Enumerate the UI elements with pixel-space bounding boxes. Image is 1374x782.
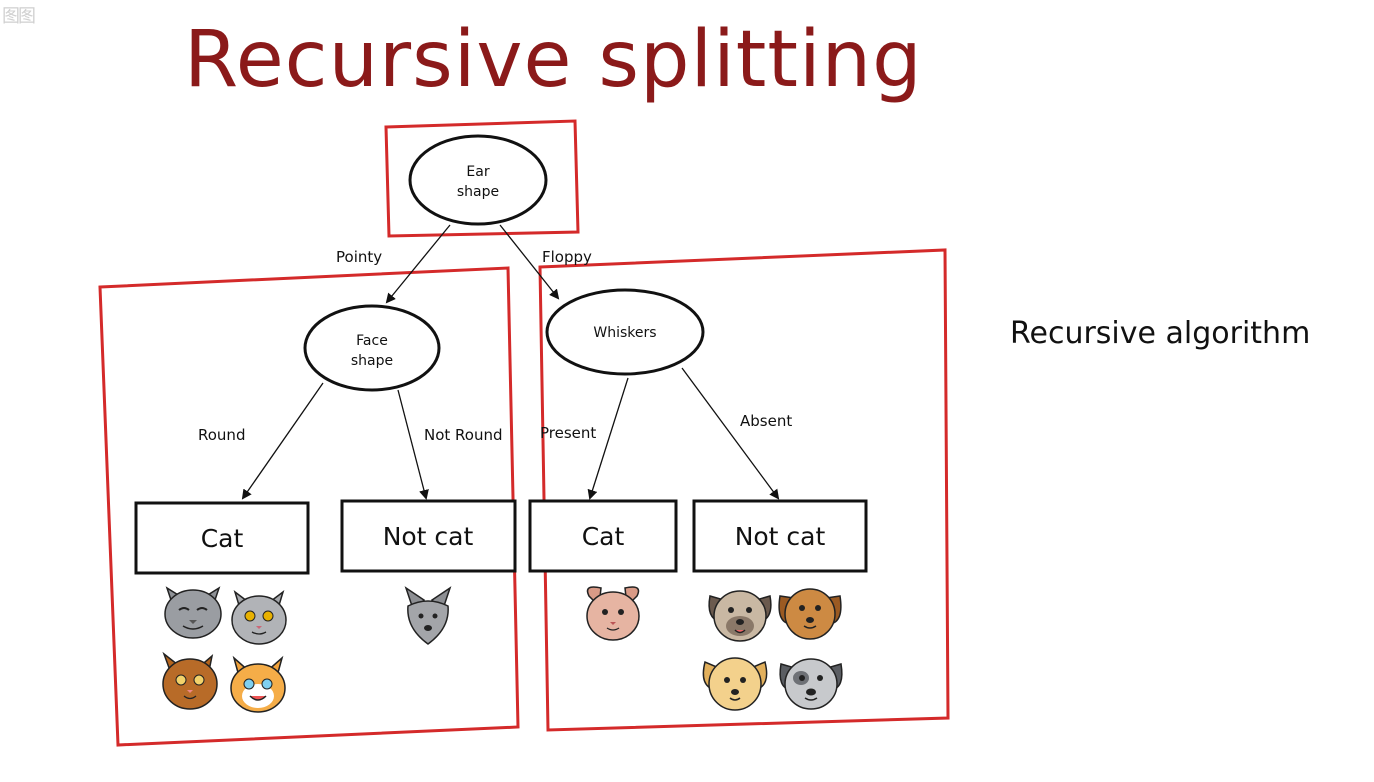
dog-face-icon: [708, 590, 772, 642]
node-face-shape: Face shape: [303, 304, 441, 392]
node-ear-shape: Ear shape: [408, 134, 548, 226]
edge-pointy: [385, 224, 451, 304]
leaf-cat-left-label: Cat: [201, 524, 244, 553]
leaf-not-cat-right: Not cat: [692, 499, 868, 573]
edge-round: [241, 382, 324, 500]
cat-face-icon: [162, 651, 218, 710]
highlight-box-right-subtree: [538, 248, 950, 732]
node-ear-shape-line1: Ear: [466, 164, 489, 180]
leaf-cat-left: Cat: [134, 501, 310, 575]
cat-face-icon: [231, 590, 287, 645]
cat-face-icon: [230, 655, 286, 713]
edge-label-pointy: Pointy: [336, 248, 382, 266]
edge-label-floppy: Floppy: [542, 248, 592, 266]
highlight-box-root: [384, 119, 580, 238]
dog-face-icon: [404, 586, 452, 645]
edge-label-not-round: Not Round: [424, 426, 503, 444]
edge-label-present: Present: [540, 424, 596, 442]
highlight-box-left-subtree: [98, 266, 520, 747]
cat-face-icon: [586, 586, 640, 641]
leaf-cat-right-label: Cat: [582, 522, 625, 551]
node-whiskers-label: Whiskers: [593, 325, 656, 341]
node-whiskers: Whiskers: [545, 288, 705, 376]
node-ear-shape-line2: shape: [457, 184, 499, 200]
leaf-not-cat-right-label: Not cat: [735, 522, 826, 551]
side-note: Recursive algorithm: [1010, 316, 1311, 351]
node-face-shape-line2: shape: [351, 353, 393, 369]
node-face-shape-line1: Face: [356, 333, 388, 349]
leaf-cat-right: Cat: [528, 499, 678, 573]
dog-face-icon: [702, 657, 768, 711]
leaf-not-cat-left-label: Not cat: [383, 522, 474, 551]
leaf-not-cat-left: Not cat: [340, 499, 517, 573]
slide-title: Recursive splitting: [184, 15, 923, 105]
edge-label-round: Round: [198, 426, 245, 444]
edge-present: [587, 377, 629, 500]
edge-absent: [681, 367, 780, 500]
watermark: 图图: [2, 6, 36, 27]
edge-not-round: [397, 389, 429, 500]
dog-face-icon: [778, 588, 842, 640]
cat-face-icon: [164, 586, 222, 639]
edge-floppy: [499, 224, 560, 300]
edge-label-absent: Absent: [740, 412, 792, 430]
dog-face-icon: [779, 658, 843, 710]
